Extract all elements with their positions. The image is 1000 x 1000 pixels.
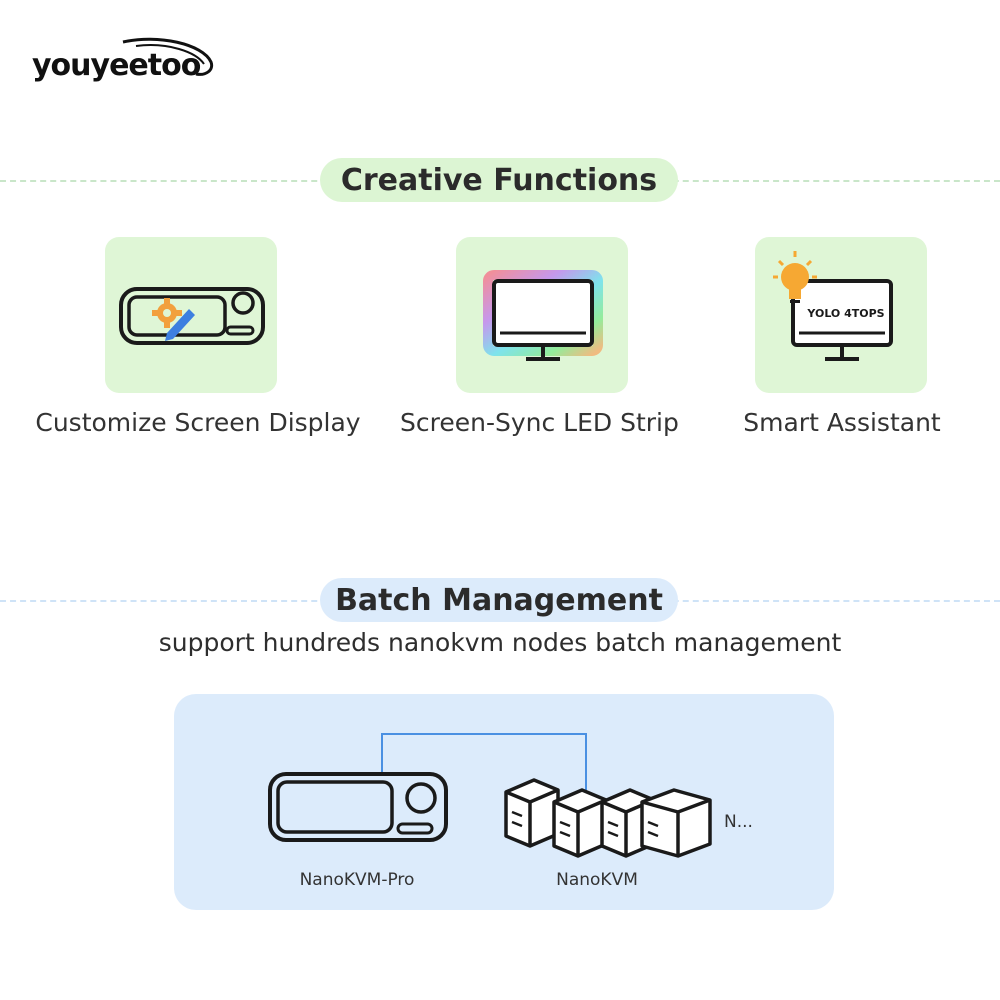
feature-card-customize bbox=[105, 237, 277, 393]
logo-swoosh-icon bbox=[122, 37, 214, 76]
device-label-nanokvm: NanoKVM bbox=[556, 870, 638, 890]
feature-card-led-strip bbox=[456, 237, 628, 393]
brand-logo: youyeetoo bbox=[28, 34, 218, 90]
feature-card-smart-assistant: YOLO 4TOPS bbox=[755, 237, 927, 393]
nanokvm-pro-device-icon bbox=[268, 772, 448, 842]
assistant-screen-text: YOLO 4TOPS bbox=[806, 307, 884, 320]
feature-label-led-strip: Screen-Sync LED Strip bbox=[400, 408, 679, 437]
smart-assistant-monitor-icon: YOLO 4TOPS bbox=[773, 251, 893, 361]
feature-label-customize: Customize Screen Display bbox=[35, 408, 361, 437]
batch-subtitle: support hundreds nanokvm nodes batch man… bbox=[158, 628, 842, 657]
device-label-nanokvm-pro: NanoKVM-Pro bbox=[299, 870, 415, 890]
connector-line bbox=[381, 733, 587, 790]
nanokvm-stack-icon bbox=[504, 778, 712, 858]
feature-label-smart-assistant: Smart Assistant bbox=[743, 408, 941, 437]
batch-diagram-panel: NanoKVM-Pro NanoKVM N... bbox=[174, 694, 834, 910]
lightbulb-icon bbox=[773, 251, 817, 303]
more-nodes-label: N... bbox=[724, 812, 753, 832]
rgb-monitor-icon bbox=[483, 270, 603, 361]
brand-name: youyeetoo bbox=[32, 48, 201, 83]
batch-management-title: Batch Management bbox=[320, 578, 678, 622]
creative-functions-title: Creative Functions bbox=[320, 158, 678, 202]
customize-screen-icon bbox=[119, 287, 265, 345]
batch-diagram bbox=[268, 733, 712, 858]
